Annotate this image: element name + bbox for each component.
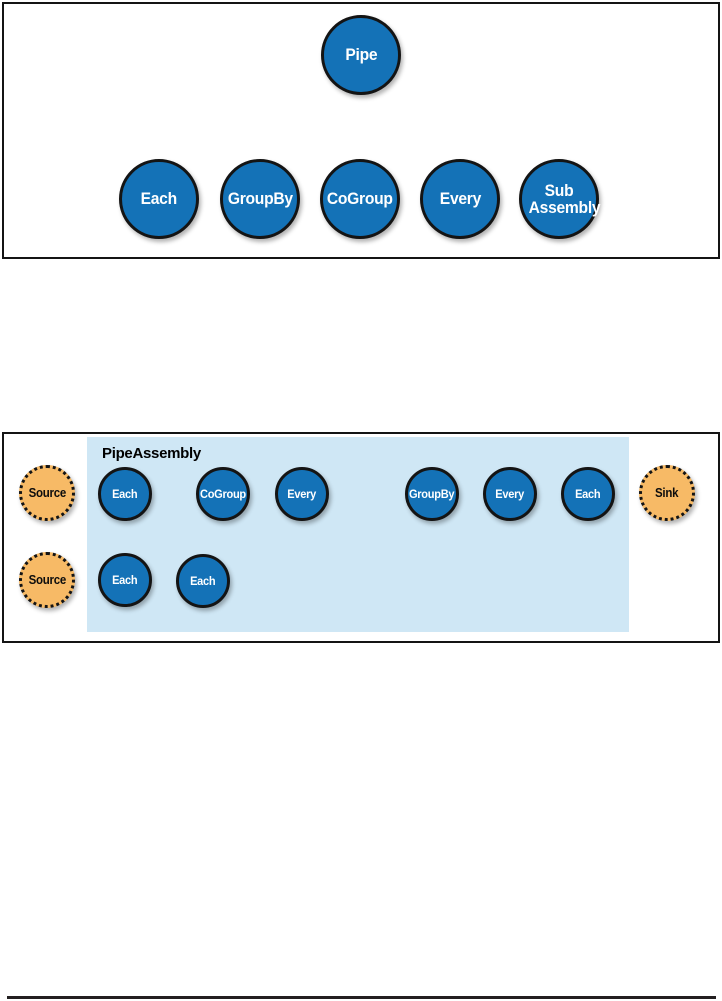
node-flow-every-2-label: Every bbox=[495, 486, 525, 501]
node-sink: Sink bbox=[639, 465, 695, 521]
node-each-label: Each bbox=[140, 189, 178, 209]
node-source-2: Source bbox=[19, 552, 75, 608]
node-flow-each-2-label: Each bbox=[575, 486, 601, 501]
node-flow-each-4-label: Each bbox=[190, 573, 216, 588]
figure2-frame: PipeAssembly bbox=[2, 432, 720, 643]
node-subassembly-label: Sub Assembly bbox=[528, 180, 601, 217]
node-flow-every-2: Every bbox=[483, 467, 537, 521]
node-every-label: Every bbox=[439, 189, 481, 209]
node-each: Each bbox=[119, 159, 199, 239]
node-source-1-label: Source bbox=[28, 485, 66, 500]
node-flow-each-1-label: Each bbox=[112, 486, 138, 501]
node-cogroup: CoGroup bbox=[320, 159, 400, 239]
node-groupby: GroupBy bbox=[220, 159, 300, 239]
node-pipe: Pipe bbox=[321, 15, 401, 95]
node-sink-label: Sink bbox=[655, 485, 679, 500]
node-flow-groupby: GroupBy bbox=[405, 467, 459, 521]
node-flow-cogroup: CoGroup bbox=[196, 467, 250, 521]
pipeassembly-container: PipeAssembly bbox=[87, 437, 629, 632]
node-flow-each-1: Each bbox=[98, 467, 152, 521]
node-flow-each-3: Each bbox=[98, 553, 152, 607]
node-flow-cogroup-label: CoGroup bbox=[200, 486, 246, 501]
node-flow-each-4: Each bbox=[176, 554, 230, 608]
figure1-frame: Pipe Each GroupBy CoGroup Every Sub Asse… bbox=[2, 2, 720, 259]
node-source-2-label: Source bbox=[28, 572, 66, 587]
node-flow-every-1-label: Every bbox=[287, 486, 317, 501]
node-every: Every bbox=[420, 159, 500, 239]
node-groupby-label: GroupBy bbox=[227, 189, 293, 209]
node-flow-each-3-label: Each bbox=[112, 572, 138, 587]
node-flow-each-2: Each bbox=[561, 467, 615, 521]
node-pipe-label: Pipe bbox=[345, 45, 377, 65]
pipeassembly-label: PipeAssembly bbox=[102, 445, 201, 462]
node-source-1: Source bbox=[19, 465, 75, 521]
node-subassembly: Sub Assembly bbox=[519, 159, 601, 239]
node-flow-groupby-label: GroupBy bbox=[409, 486, 455, 501]
page-bottom-rule bbox=[7, 996, 716, 999]
node-flow-every-1: Every bbox=[275, 467, 329, 521]
node-cogroup-label: CoGroup bbox=[327, 189, 393, 209]
